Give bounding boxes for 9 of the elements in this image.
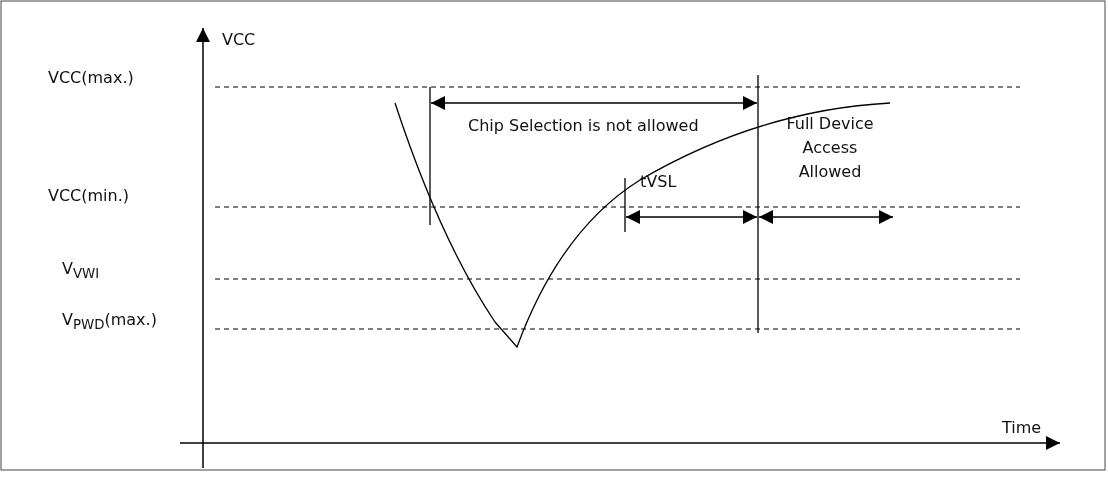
dimension-label: tVSL [640,172,677,192]
region-label: Full Device Access Allowed [785,113,875,183]
axis-label: VCC [222,30,256,50]
level-label: V$_{VWI}$ [62,259,100,284]
dimension-label: Chip Selection is not allowed [468,116,699,136]
level-label: V$_{PWD}$(max.) [62,310,157,335]
axis-label: Time [1002,418,1042,438]
level-label: VCC(min.) [48,186,130,206]
level-label: VCC(max.) [48,68,134,88]
